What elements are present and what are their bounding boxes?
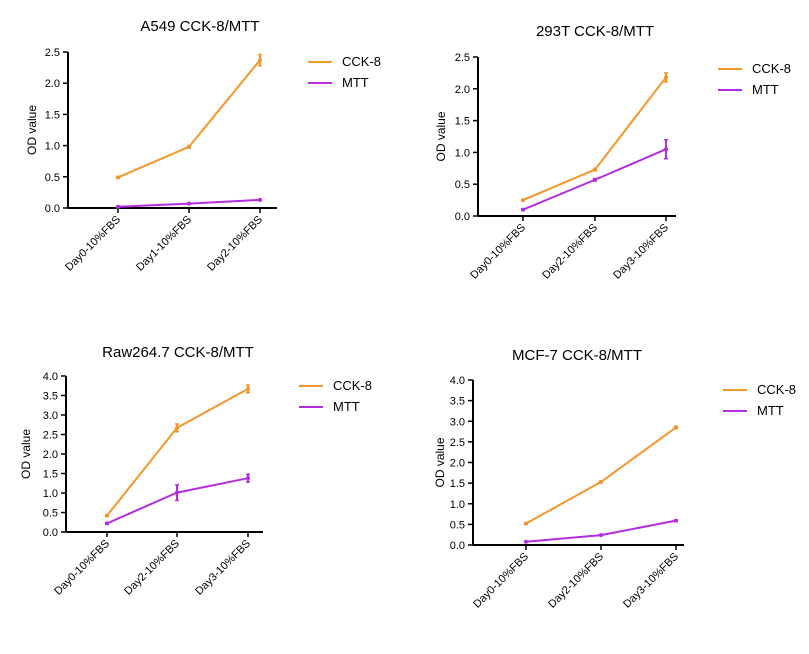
y-tick-label: 0.5: [455, 179, 470, 191]
y-tick-label: 1.0: [455, 147, 470, 159]
y-tick-label: 1.5: [455, 116, 470, 128]
y-tick-label: 2.0: [43, 449, 58, 461]
y-axis-label: OD value: [433, 437, 447, 487]
x-tick-label: Day1-10%FBS: [134, 214, 194, 274]
y-tick-label: 4.0: [43, 371, 58, 383]
data-point: [258, 58, 262, 63]
chart-panel-3: Raw264.7 CCK-8/MTT 0.0 0.5 1.0 1.5 2.0 2.5 3.0 3…: [19, 344, 372, 598]
y-tick-label: 2.0: [45, 78, 60, 90]
y-axis-label: OD value: [434, 111, 448, 161]
x-tick-label: Day0-10%FBS: [52, 538, 112, 598]
data-point: [599, 479, 603, 484]
data-point: [664, 75, 668, 80]
series-line-cck8: [525, 426, 677, 525]
chart-title: A549 CCK-8/MTT: [140, 18, 259, 35]
y-tick-label: 0.0: [450, 540, 465, 552]
y-tick-label: 1.5: [45, 109, 60, 121]
y-tick-label: 3.0: [450, 416, 465, 428]
y-tick-label: 2.0: [455, 84, 470, 96]
legend-label: MTT: [342, 75, 369, 90]
y-tick-label: 3.0: [43, 410, 58, 422]
x-tick-label: Day0-10%FBS: [468, 222, 528, 282]
data-point: [105, 513, 109, 518]
y-tick-label: 2.5: [45, 47, 60, 59]
y-tick-label: 3.5: [43, 391, 58, 403]
data-point: [116, 204, 120, 209]
y-axis-label: OD value: [25, 105, 39, 155]
data-point: [116, 175, 120, 180]
x-tick-label: Day2-10%FBS: [205, 214, 265, 274]
y-tick-label: 0.5: [450, 519, 465, 531]
y-tick-label: 3.5: [450, 396, 465, 408]
x-tick-label: Day0-10%FBS: [63, 214, 123, 274]
data-point: [593, 177, 597, 182]
data-point: [593, 167, 597, 172]
y-tick-label: 1.0: [450, 499, 465, 511]
legend-label: CCK-8: [342, 54, 381, 69]
chart-panel-2: 293T CCK-8/MTT 0.0 0.5 1.0 1.5 2.0 2.5 OD value…: [434, 23, 791, 282]
data-point: [674, 425, 678, 430]
legend-label: MTT: [752, 82, 779, 97]
y-tick-label: 2.5: [455, 52, 470, 64]
y-tick-label: 1.5: [43, 469, 58, 481]
data-point: [524, 539, 528, 544]
series-line-mtt: [525, 519, 677, 543]
chart-panel-1: A549 CCK-8/MTT 0.0 0.5 1.0 1.5 2.0 2.5 OD value…: [25, 18, 381, 274]
x-tick-label: Day2-10%FBS: [546, 551, 606, 611]
y-tick-label: 2.5: [450, 437, 465, 449]
y-tick-label: 1.5: [450, 478, 465, 490]
data-point: [674, 518, 678, 523]
data-point: [258, 197, 262, 202]
chart-title: MCF-7 CCK-8/MTT: [512, 347, 642, 364]
x-tick-label: Day2-10%FBS: [540, 222, 600, 282]
legend-label: CCK-8: [752, 61, 791, 76]
data-point: [105, 521, 109, 526]
series-line-cck8: [117, 59, 261, 179]
legend-label: MTT: [333, 399, 360, 414]
y-tick-label: 0.0: [43, 527, 58, 539]
chart-title: Raw264.7 CCK-8/MTT: [102, 344, 254, 361]
x-tick-label: Day3-10%FBS: [611, 222, 671, 282]
y-axis-label: OD value: [19, 429, 33, 479]
y-tick-label: 2.5: [43, 430, 58, 442]
x-tick-label: Day2-10%FBS: [122, 538, 182, 598]
chart-title: 293T CCK-8/MTT: [536, 23, 654, 40]
y-tick-label: 4.0: [450, 375, 465, 387]
x-tick-label: Day0-10%FBS: [471, 551, 531, 611]
y-tick-label: 0.5: [45, 172, 60, 184]
x-tick-label: Day3-10%FBS: [193, 538, 253, 598]
legend-label: CCK-8: [333, 378, 372, 393]
data-point: [521, 198, 525, 203]
data-point: [664, 147, 668, 152]
y-tick-label: 1.0: [45, 141, 60, 153]
y-tick-label: 1.0: [43, 488, 58, 500]
x-tick-label: Day3-10%FBS: [621, 551, 681, 611]
y-tick-label: 0.0: [45, 203, 60, 215]
data-point: [187, 201, 191, 206]
y-tick-label: 2.0: [450, 458, 465, 470]
y-tick-label: 0.0: [455, 211, 470, 223]
data-point: [246, 386, 250, 391]
data-point: [599, 533, 603, 538]
data-point: [175, 490, 179, 495]
legend-label: MTT: [757, 403, 784, 418]
data-point: [246, 476, 250, 481]
chart-panel-4: MCF-7 CCK-8/MTT 0.0 0.5 1.0 1.5 2.0 2.5 3.0 3.5 4…: [433, 347, 796, 611]
data-point: [187, 144, 191, 149]
legend-label: CCK-8: [757, 382, 796, 397]
data-point: [521, 207, 525, 212]
data-point: [524, 521, 528, 526]
y-tick-label: 0.5: [43, 508, 58, 520]
data-point: [175, 425, 179, 430]
